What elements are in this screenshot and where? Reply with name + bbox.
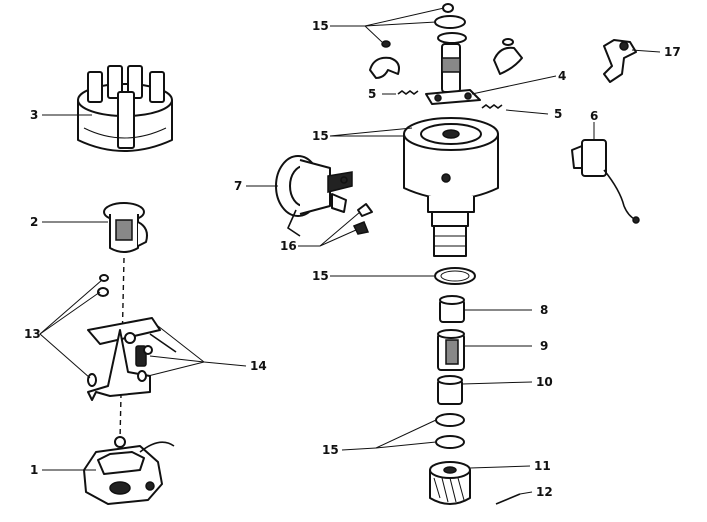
label-4: 4 <box>558 69 566 83</box>
vacuum-advance-unit <box>275 155 353 237</box>
label-16: 16 <box>280 239 297 253</box>
rotor <box>103 202 148 253</box>
clips-top <box>369 38 523 79</box>
condenser <box>571 139 640 224</box>
springs-5 <box>397 90 503 109</box>
part-labels: 3 2 13 14 1 7 16 15 15 5 4 5 6 17 15 8 9… <box>24 19 681 499</box>
label-3: 3 <box>30 108 38 122</box>
clips-13 <box>87 274 147 387</box>
label-14: 14 <box>250 359 267 373</box>
label-6: 6 <box>590 109 598 123</box>
distributor-cap <box>77 65 173 152</box>
cam-shaft <box>425 43 481 105</box>
screws-16 <box>352 203 373 235</box>
label-1: 1 <box>30 463 38 477</box>
label-7: 7 <box>234 179 242 193</box>
label-8: 8 <box>540 303 548 317</box>
bushing-10 <box>437 375 463 405</box>
roll-pin <box>495 493 521 505</box>
breaker-plate <box>87 317 177 401</box>
washer-lower-2 <box>435 435 465 449</box>
label-9: 9 <box>540 339 548 353</box>
label-5-right: 5 <box>554 107 562 121</box>
label-15-ring: 15 <box>312 269 329 283</box>
top-washers <box>381 3 467 48</box>
label-11: 11 <box>534 459 551 473</box>
drive-gear <box>429 461 471 505</box>
label-10: 10 <box>536 375 553 389</box>
label-12: 12 <box>536 485 553 499</box>
label-17: 17 <box>664 45 681 59</box>
label-2: 2 <box>30 215 38 229</box>
label-15-housing: 15 <box>312 129 329 143</box>
washer-lower-1 <box>435 413 465 427</box>
bushing-9 <box>437 329 465 371</box>
distributor-housing <box>403 117 499 257</box>
label-15-lower: 15 <box>322 443 339 457</box>
label-13: 13 <box>24 327 41 341</box>
bracket <box>603 39 637 83</box>
label-15-top: 15 <box>312 19 329 33</box>
leader-lines <box>39 7 661 495</box>
base-plate <box>83 436 175 505</box>
bushing-8 <box>439 295 465 323</box>
label-5-left: 5 <box>368 87 376 101</box>
